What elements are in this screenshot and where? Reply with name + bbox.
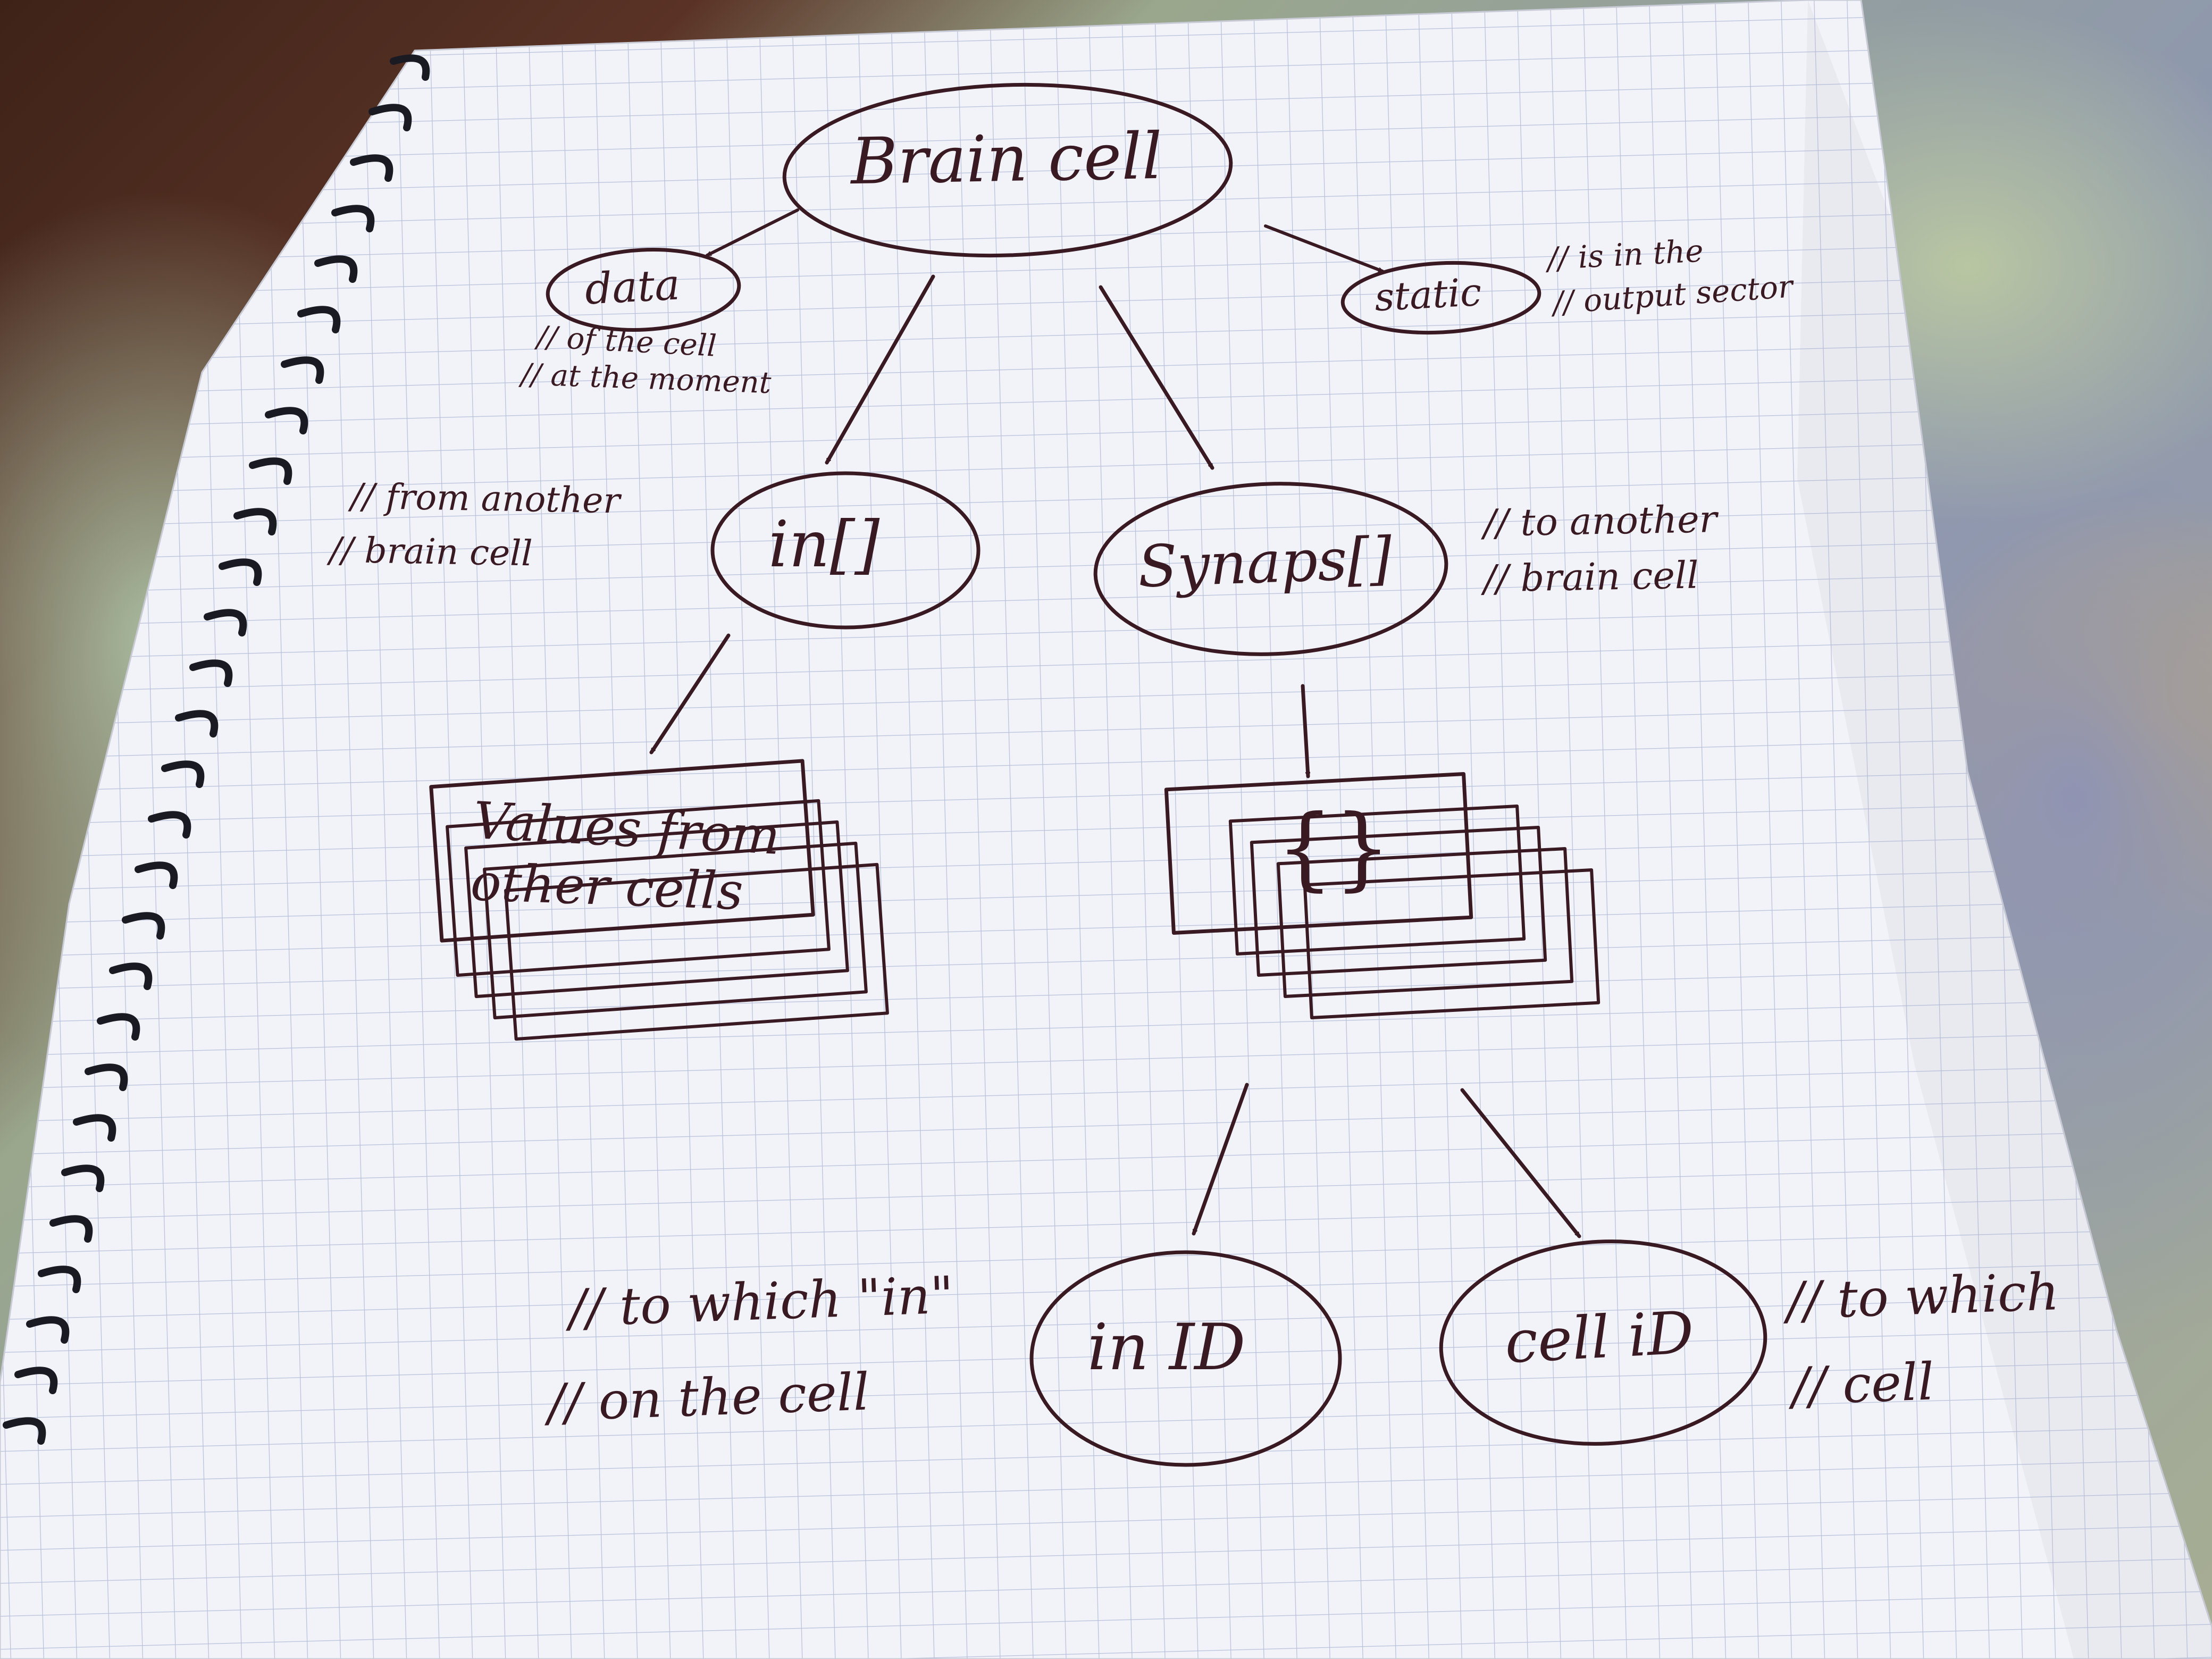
data-node — [546, 248, 741, 332]
synaps-comment-2: // brain cell — [1483, 553, 1699, 601]
static-label: static — [1373, 269, 1483, 320]
in-comment-1: // from another — [350, 475, 621, 522]
synaps-node — [1093, 482, 1448, 656]
values-stack — [429, 759, 889, 1041]
braces-label: {} — [1276, 795, 1392, 901]
static-comment-1: // is in the — [1546, 232, 1705, 277]
cell-id-node — [1439, 1239, 1767, 1446]
in-node — [710, 471, 981, 630]
synaps-comment-1: // to another — [1483, 497, 1717, 545]
in-id-comment-1: // to which "in" — [568, 1265, 955, 1338]
synaps-label: Synaps[] — [1136, 525, 1393, 601]
values-label-line1: Values from — [472, 790, 782, 867]
cell-id-label: cell iD — [1503, 1298, 1696, 1377]
braces-stack — [1164, 772, 1601, 1019]
data-label: data — [583, 259, 682, 314]
static-node — [1340, 261, 1541, 335]
arrows — [649, 208, 1581, 1238]
spiral-binding — [3, 54, 430, 1445]
data-comment-2: // at the moment — [521, 357, 772, 401]
in-array-label: in[] — [768, 508, 880, 582]
cell-id-comment-2: // cell — [1791, 1352, 1936, 1417]
cell-id-comment-1: // to which — [1786, 1262, 2060, 1331]
in-id-comment-2: // on the cell — [547, 1362, 870, 1433]
in-comment-2: // brain cell — [329, 529, 533, 574]
brain-cell-label: Brain cell — [850, 119, 1163, 199]
in-id-node — [1029, 1250, 1342, 1467]
in-id-label: in ID — [1087, 1311, 1246, 1385]
values-label-line2: other cells — [470, 852, 744, 921]
brain-cell-node — [782, 82, 1233, 258]
data-comment-1: // of the cell — [536, 320, 718, 364]
